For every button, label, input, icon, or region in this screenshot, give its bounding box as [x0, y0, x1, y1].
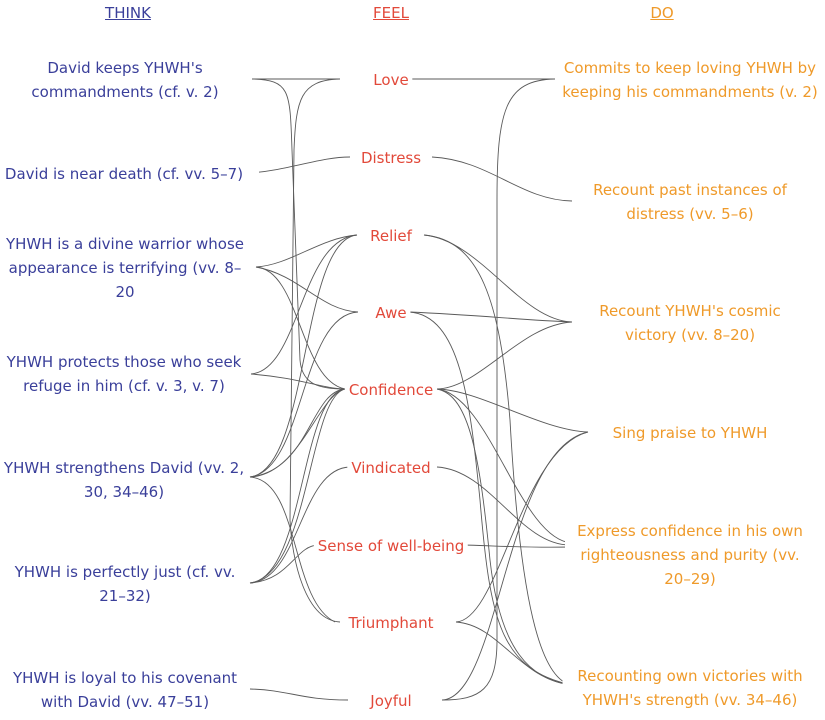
- link-awe-do6: [408, 311, 573, 686]
- link-think5-confidence-b: [249, 388, 346, 478]
- do-node: Recounting own victories with YHWH's str…: [562, 664, 818, 712]
- link-joyful-do4: [441, 431, 589, 701]
- link-love-sing: [441, 78, 556, 701]
- link-think5-triumphant: [249, 476, 336, 623]
- link-think1-confidence: [251, 78, 346, 390]
- feel-node-vindicated: Vindicated: [347, 456, 435, 480]
- link-think6-confidence-b: [249, 388, 346, 584]
- feel-node-distress: Distress: [356, 146, 426, 170]
- link-think4-confidence: [250, 373, 346, 390]
- do-node: Recount YHWH's cosmic victory (vv. 8–20): [585, 299, 795, 347]
- think-node: YHWH is a divine warrior whose appearanc…: [0, 232, 250, 304]
- feel-node-wellbeing: Sense of well-being: [313, 534, 469, 558]
- link-confidence-do6: [436, 388, 573, 686]
- link-relief-do6: [423, 234, 573, 686]
- think-node: David keeps YHWH's commandments (cf. v. …: [15, 56, 235, 104]
- link-vindicated-do5: [436, 466, 571, 546]
- think-node: YHWH is perfectly just (cf. vv. 21–32): [10, 560, 240, 608]
- link-think6-wellbeing: [249, 544, 319, 584]
- think-node: YHWH strengthens David (vv. 2, 30, 34–46…: [1, 456, 247, 504]
- header-feel: FEEL: [373, 4, 409, 22]
- think-node: YHWH is loyal to his covenant with David…: [5, 666, 245, 714]
- feel-node-love: Love: [369, 68, 413, 92]
- link-relief-do3: [423, 234, 573, 323]
- link-think3-confidence: [255, 266, 346, 390]
- link-confidence-do3: [436, 321, 573, 390]
- link-think5-relief: [249, 234, 358, 478]
- link-think4-relief: [250, 234, 358, 375]
- link-awe-do3: [408, 311, 573, 323]
- link-think3-awe: [255, 266, 359, 313]
- feel-node-confidence: Confidence: [344, 378, 438, 402]
- link-confidence-do5: [436, 388, 573, 544]
- feel-node-joyful: Joyful: [366, 689, 416, 713]
- header-think: THINK: [105, 4, 151, 22]
- link-confidence-do4: [436, 388, 589, 433]
- do-node: Commits to keep loving YHWH by keeping h…: [557, 56, 823, 104]
- link-love-triumphant: [289, 78, 341, 623]
- do-node: Express confidence in his own righteousn…: [565, 519, 815, 591]
- think-node: YHWH protects those who seek refuge in h…: [1, 350, 247, 398]
- link-distress-do2: [431, 156, 573, 202]
- link-think5-awe: [249, 311, 359, 478]
- link-think6-vindicated: [249, 466, 351, 584]
- link-think5-confidence-a: [249, 388, 346, 478]
- link-triumphant-do4: [455, 431, 589, 623]
- link-wellbeing-do5: [465, 544, 571, 548]
- link-triumphant-do6: [455, 621, 573, 686]
- link-think7-joyful: [249, 688, 349, 701]
- header-do: DO: [650, 4, 674, 22]
- link-think3-relief: [255, 234, 358, 268]
- link-think2-distress: [249, 156, 351, 174]
- feel-node-relief: Relief: [366, 224, 416, 248]
- do-node: Sing praise to YHWH: [590, 421, 790, 445]
- feel-node-awe: Awe: [371, 301, 411, 325]
- think-node: David is near death (cf. vv. 5–7): [0, 162, 259, 186]
- link-think6-confidence: [249, 388, 346, 584]
- do-node: Recount past instances of distress (vv. …: [580, 178, 800, 226]
- feel-node-triumphant: Triumphant: [344, 611, 438, 635]
